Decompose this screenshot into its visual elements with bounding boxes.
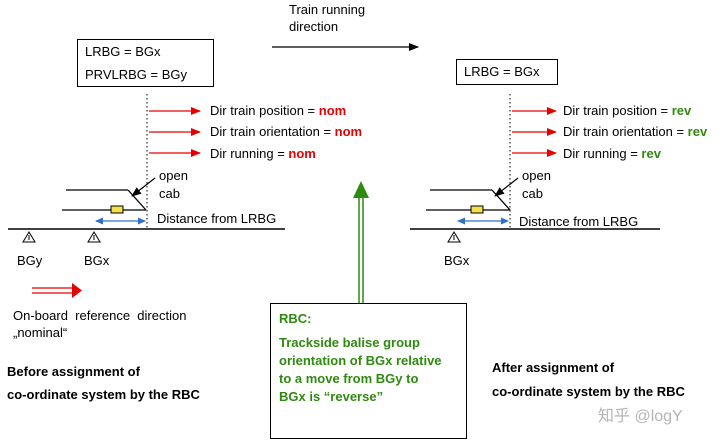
right-dir-running: Dir running = rev [563, 146, 661, 162]
left-dir3-value: nom [288, 146, 316, 161]
left-train-outline [62, 189, 147, 211]
right-open-cab-line1: open [522, 168, 551, 183]
right-dir-train-orientation: Dir train orientation = rev [563, 124, 707, 140]
left-open-cab-line1: open [159, 168, 188, 183]
rbc-line3: to a move from BGy to [279, 371, 419, 386]
right-distance-label: Distance from LRBG [519, 214, 639, 229]
right-open-cab-pointer [494, 177, 519, 197]
right-train-outline [426, 189, 511, 211]
left-box-line2: PRVLRBG = BGy [85, 67, 187, 82]
right-caption-line2: co-ordinate system by the RBC [492, 384, 685, 399]
rbc-info-box: RBC: Trackside balise group orientation … [270, 303, 467, 439]
left-distance-label: Distance from LRBG [157, 211, 277, 226]
left-dir-running: Dir running = nom [210, 146, 316, 162]
balise-bgx-marker-left [87, 231, 101, 243]
left-dir1-value: nom [318, 103, 347, 118]
rbc-line1: Trackside balise group [279, 335, 420, 350]
right-dir1-label: Dir train position = [563, 103, 672, 118]
running-direction-label-line2: direction [289, 19, 339, 34]
right-dir2-label: Dir train orientation = [563, 124, 688, 139]
right-antenna [470, 205, 484, 214]
reference-direction-line1: On-board reference direction [13, 308, 187, 323]
right-box-line1: LRBG = BGx [464, 64, 540, 79]
left-caption-line1: Before assignment of [7, 364, 140, 379]
right-caption-line1: After assignment of [492, 360, 615, 375]
watermark-text: 知乎 @logY [598, 408, 683, 425]
rbc-title: RBC: [279, 311, 312, 326]
left-lrbg-box: LRBG = BGx PRVLRBG = BGy [77, 39, 214, 87]
right-dir3-label: Dir running = [563, 146, 642, 161]
balise-bgx-marker-right [447, 231, 461, 243]
rbc-green-up-arrow [353, 181, 369, 303]
right-open-cab-line2: cab [522, 186, 543, 201]
rbc-line4: BGx is “reverse” [279, 389, 384, 404]
left-balise-bgx-label: BGx [84, 253, 110, 268]
left-dir-train-position: Dir train position = nom [210, 103, 346, 119]
right-dir-train-position: Dir train position = rev [563, 103, 691, 119]
left-antenna [110, 205, 124, 214]
right-dir2-value: rev [687, 124, 708, 139]
reference-direction-double-arrow [32, 283, 82, 298]
left-open-cab-pointer [131, 177, 156, 197]
right-dir3-value: rev [641, 146, 661, 161]
right-balise-bgx-label: BGx [444, 253, 470, 268]
left-caption-line2: co-ordinate system by the RBC [7, 387, 200, 402]
reference-direction-line2: „nominal“ [13, 325, 68, 340]
right-lrbg-box: LRBG = BGx [456, 59, 558, 85]
left-dir2-label: Dir train orientation = [210, 124, 335, 139]
left-open-cab-line2: cab [159, 186, 180, 201]
left-dir1-label: Dir train position = [210, 103, 319, 118]
left-balise-bgy-label: BGy [17, 253, 43, 268]
right-dir1-value: rev [671, 103, 692, 118]
left-box-line1: LRBG = BGx [85, 44, 161, 59]
running-direction-label-line1: Train running [289, 2, 366, 17]
left-dir2-value: nom [334, 124, 363, 139]
rbc-line2: orientation of BGx relative [279, 353, 442, 368]
left-dir3-label: Dir running = [210, 146, 289, 161]
left-dir-train-orientation: Dir train orientation = nom [210, 124, 362, 140]
balise-bgy-marker [22, 231, 36, 243]
